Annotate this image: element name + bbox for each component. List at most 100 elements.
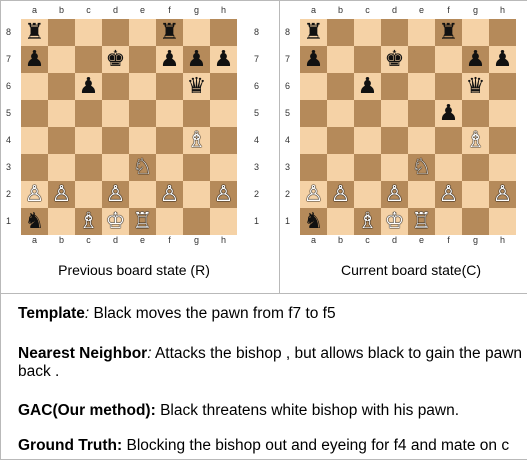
rank-label: 8 [274, 27, 301, 37]
square-e6 [408, 73, 435, 100]
square-d6 [381, 73, 408, 100]
square-g4: ♗ [462, 127, 489, 154]
square-h8 [210, 19, 237, 46]
file-label: d [381, 235, 408, 245]
file-label: e [129, 235, 156, 245]
rank-label: 2 [522, 189, 527, 199]
file-label: a [300, 5, 327, 15]
square-e7 [129, 46, 156, 73]
square-b3 [48, 154, 75, 181]
chess-piece-icon: ♙ [210, 181, 237, 208]
square-b7 [327, 46, 354, 73]
square-h3 [489, 154, 516, 181]
chess-piece-icon: ♞ [300, 208, 327, 235]
rank-label: 4 [0, 135, 22, 145]
square-b4 [48, 127, 75, 154]
divider [0, 293, 527, 294]
description-gac: GAC(Our method): Black threatens white b… [18, 402, 523, 420]
square-g8 [462, 19, 489, 46]
square-f3 [156, 154, 183, 181]
chess-piece-icon: ♙ [48, 181, 75, 208]
square-h6 [210, 73, 237, 100]
square-h1 [210, 208, 237, 235]
square-f1 [156, 208, 183, 235]
rank-label: 5 [522, 108, 527, 118]
square-b2: ♙ [48, 181, 75, 208]
square-b5 [327, 100, 354, 127]
file-label: f [156, 5, 183, 15]
chess-piece-icon: ♜ [156, 19, 183, 46]
square-g5 [462, 100, 489, 127]
square-b5 [48, 100, 75, 127]
file-label: g [183, 235, 210, 245]
square-a3 [21, 154, 48, 181]
rank-label: 4 [274, 135, 301, 145]
square-h7: ♟ [210, 46, 237, 73]
chess-piece-icon: ♗ [354, 208, 381, 235]
rank-label: 8 [522, 27, 527, 37]
square-c4 [75, 127, 102, 154]
square-f5 [156, 100, 183, 127]
square-e4 [408, 127, 435, 154]
rank-label: 3 [243, 162, 270, 172]
square-g7: ♟ [183, 46, 210, 73]
square-f8: ♜ [156, 19, 183, 46]
file-label: g [462, 5, 489, 15]
square-f8: ♜ [435, 19, 462, 46]
square-c1: ♗ [354, 208, 381, 235]
file-label: e [408, 235, 435, 245]
square-d2: ♙ [102, 181, 129, 208]
chess-piece-icon: ♟ [435, 100, 462, 127]
square-d8 [102, 19, 129, 46]
square-d8 [381, 19, 408, 46]
rank-label: 3 [274, 162, 301, 172]
square-d4 [381, 127, 408, 154]
description-label: Ground Truth [18, 437, 117, 454]
file-label: h [210, 5, 237, 15]
square-h2: ♙ [489, 181, 516, 208]
square-a6 [300, 73, 327, 100]
square-a2: ♙ [300, 181, 327, 208]
square-c5 [354, 100, 381, 127]
square-e8 [408, 19, 435, 46]
square-a5 [21, 100, 48, 127]
chess-piece-icon: ♟ [183, 46, 210, 73]
square-e2 [408, 181, 435, 208]
square-c5 [75, 100, 102, 127]
file-label: d [102, 235, 129, 245]
square-f2: ♙ [156, 181, 183, 208]
rank-label: 6 [0, 81, 22, 91]
chess-piece-icon: ♟ [21, 46, 48, 73]
square-h6 [489, 73, 516, 100]
square-f7 [435, 46, 462, 73]
rank-label: 7 [243, 54, 270, 64]
chess-piece-icon: ♟ [210, 46, 237, 73]
square-a1: ♞ [21, 208, 48, 235]
file-label: h [210, 235, 237, 245]
square-h8 [489, 19, 516, 46]
square-e5 [129, 100, 156, 127]
rank-label: 1 [243, 216, 270, 226]
square-c2 [354, 181, 381, 208]
square-b2: ♙ [327, 181, 354, 208]
chess-piece-icon: ♙ [156, 181, 183, 208]
rank-label: 3 [0, 162, 22, 172]
square-b1 [48, 208, 75, 235]
chessboard-previous: ♜♜♟♚♟♟♟♟♛♗♘♙♙♙♙♙♞♗♔♖ [21, 19, 237, 235]
square-d2: ♙ [381, 181, 408, 208]
chess-piece-icon: ♗ [462, 127, 489, 154]
chess-piece-icon: ♟ [75, 73, 102, 100]
file-label: f [435, 235, 462, 245]
square-b8 [327, 19, 354, 46]
file-label: h [489, 5, 516, 15]
rank-label: 1 [274, 216, 301, 226]
square-g3 [183, 154, 210, 181]
rank-label: 1 [522, 216, 527, 226]
board-caption: Current board state(C) [280, 262, 527, 278]
chess-piece-icon: ♙ [489, 181, 516, 208]
square-e1: ♖ [408, 208, 435, 235]
square-g6: ♛ [462, 73, 489, 100]
square-d3 [102, 154, 129, 181]
square-h4 [210, 127, 237, 154]
description-label: Nearest Neighbor [18, 345, 147, 362]
